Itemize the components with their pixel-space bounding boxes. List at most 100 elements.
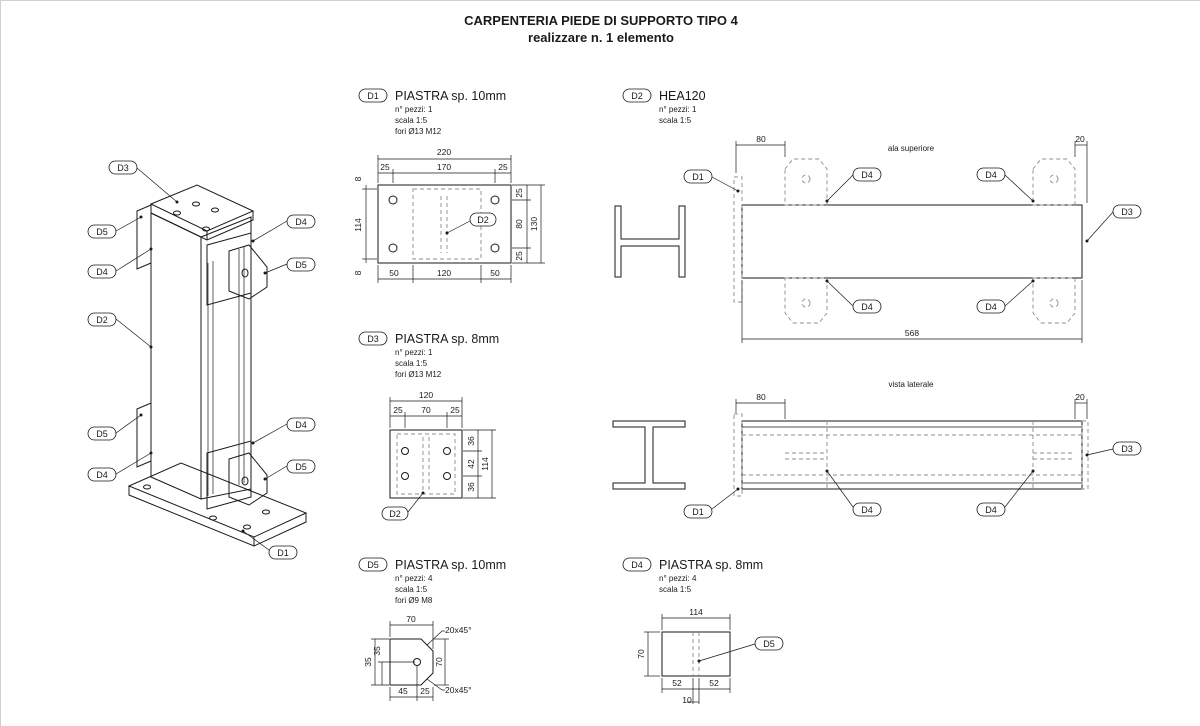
d1-hole (490, 243, 500, 253)
d3-callout-bubble (381, 506, 409, 521)
d2-top-callout-d4-d: D4 (976, 279, 1035, 314)
iso-base-hole (209, 515, 217, 521)
d3-title: PIASTRA sp. 8mm (395, 332, 499, 346)
iso-callout-d5-upper-right-text: D5 (295, 260, 307, 270)
d2-top-callout-d4-c: D4 (976, 167, 1035, 203)
iso-callout-d4-upper-right: D4 (251, 214, 316, 243)
iso-callout-d4-lower-left: D4 (87, 451, 153, 482)
iso-callout-d4-lower-right: D4 (251, 417, 316, 445)
d1-column-footprint (412, 188, 482, 260)
iso-column-flange (150, 212, 202, 500)
d2-top-callout-d3-text: D3 (1121, 207, 1133, 217)
d2-top-view-label: ala superiore (888, 144, 935, 153)
d1-dim-left-top: 8 (353, 176, 363, 181)
d2-top-callout-d3: D3 (1085, 204, 1142, 243)
d2-side-view-base-plate (733, 413, 743, 497)
d5-dim-chamfer-bottom: 20x45° (445, 685, 472, 695)
d2-top-view-gusset (784, 277, 828, 324)
d2-side-callout-d1: D1 (683, 487, 740, 519)
d2-top-view-flange (741, 204, 1083, 279)
iso-callout-d4-lower-left-text: D4 (96, 470, 108, 480)
iso-callout-d2: D2 (87, 312, 153, 349)
d3-dim-a: 25 (393, 405, 403, 415)
d2-top-dim-right: 20 (1075, 134, 1085, 144)
d1-hole (388, 195, 398, 205)
d5-tag-bubble (358, 557, 388, 572)
d4-tag: D4 (631, 560, 643, 570)
d3-dim-height: 114 (480, 457, 490, 471)
d2-section-i (612, 420, 686, 490)
d4-note-pieces: n° pezzi: 4 (659, 574, 697, 583)
iso-callout-d4-lower-right-text: D4 (295, 420, 307, 430)
d2-tag: D2 (631, 91, 643, 101)
d3-dim-total-width: 120 (419, 390, 433, 400)
d4-dim-left: 52 (672, 678, 682, 688)
d1-dim-total-width: 220 (437, 147, 451, 157)
d1-dim-right-b: 80 (514, 219, 524, 229)
d3-callout-d2: D2 (389, 509, 401, 519)
d4-dim-right: 52 (709, 678, 719, 688)
title-line-1: CARPENTERIA PIEDE DI SUPPORTO TIPO 4 (464, 13, 738, 28)
iso-column-side (200, 216, 252, 500)
d2-top-callout-d4-b: D4 (825, 279, 882, 314)
d1-dim-right: 25 (498, 162, 508, 172)
d2-side-view-beam (741, 420, 1083, 490)
iso-callout-d5-upper: D5 (87, 215, 143, 239)
d4-plate-outline (661, 631, 731, 677)
d4-callout-d5: D5 (763, 639, 775, 649)
d3-tag-bubble (358, 331, 388, 346)
d2-top-dim-length: 568 (905, 328, 919, 338)
iso-base-hole (262, 509, 270, 515)
d5-title: PIASTRA sp. 10mm (395, 558, 506, 572)
d2-title: HEA120 (659, 89, 706, 103)
iso-callout-d3-text: D3 (117, 163, 129, 173)
d3-dim-b: 70 (421, 405, 431, 415)
d2-top-view-base-plate (733, 176, 743, 303)
d2-side-callout-d1-text: D1 (692, 507, 704, 517)
iso-callout-d4-upper-left: D4 (87, 247, 153, 279)
d5-note-holes: fori Ø9 M8 (395, 596, 433, 605)
d1-dim-right-c: 25 (514, 251, 524, 261)
d5-note-pieces: n° pezzi: 4 (395, 574, 433, 583)
d5-dim-right: 70 (434, 657, 444, 667)
d2-top-view-gusset (1032, 158, 1076, 206)
d5-dim-left-outer: 35 (363, 657, 373, 667)
iso-lower-gusset (228, 452, 268, 506)
iso-top-plate-top (149, 184, 255, 232)
d5-dim-bottom-left: 45 (398, 686, 408, 696)
detail-d3: D3 PIASTRA sp. 8mm n° pezzi: 1 scala 1:5… (358, 331, 499, 521)
d2-note-scale: scala 1:5 (659, 116, 692, 125)
iso-callout-d2-text: D2 (96, 315, 108, 325)
d1-note-holes: fori Ø13 M12 (395, 127, 442, 136)
d2-top-callout-d4-c-text: D4 (985, 170, 997, 180)
iso-upper-gusset (228, 244, 268, 300)
d3-tag: D3 (367, 334, 379, 344)
d2-top-callout-d4-b-text: D4 (861, 302, 873, 312)
d3-dim-r3: 36 (466, 482, 476, 492)
iso-callout-d5-lower-right: D5 (263, 459, 316, 481)
d2-note-pieces: n° pezzi: 1 (659, 105, 697, 114)
iso-top-hole (202, 226, 210, 232)
d4-title: PIASTRA sp. 8mm (659, 558, 763, 572)
d3-hole (443, 472, 451, 480)
detail-d4: D4 PIASTRA sp. 8mm n° pezzi: 4 scala 1:5… (622, 557, 784, 705)
d1-dim-bottom-left: 50 (389, 268, 399, 278)
d3-dim-c: 25 (450, 405, 460, 415)
iso-gusset-hole (241, 476, 249, 486)
iso-base-hole (143, 484, 151, 490)
detail-d2: D2 HEA120 n° pezzi: 1 scala 1:5 ala supe… (612, 88, 1142, 519)
iso-callout-d1-text: D1 (277, 548, 289, 558)
d3-dim-r1: 36 (466, 436, 476, 446)
d4-dim-height: 70 (636, 649, 646, 659)
d2-side-view-label: vista laterale (889, 380, 934, 389)
iso-callout-d1: D1 (241, 529, 298, 560)
iso-callout-d4-upper-left-text: D4 (96, 267, 108, 277)
iso-callout-d5-lower-text: D5 (96, 429, 108, 439)
d1-dim-left-mid: 114 (353, 218, 363, 232)
iso-top-hole (173, 210, 181, 216)
d1-dim-bottom-right: 50 (490, 268, 500, 278)
d2-top-view-gusset (784, 158, 828, 206)
detail-d1: D1 PIASTRA sp. 10mm n° pezzi: 1 scala 1:… (353, 88, 545, 283)
d2-section-h (614, 205, 686, 278)
